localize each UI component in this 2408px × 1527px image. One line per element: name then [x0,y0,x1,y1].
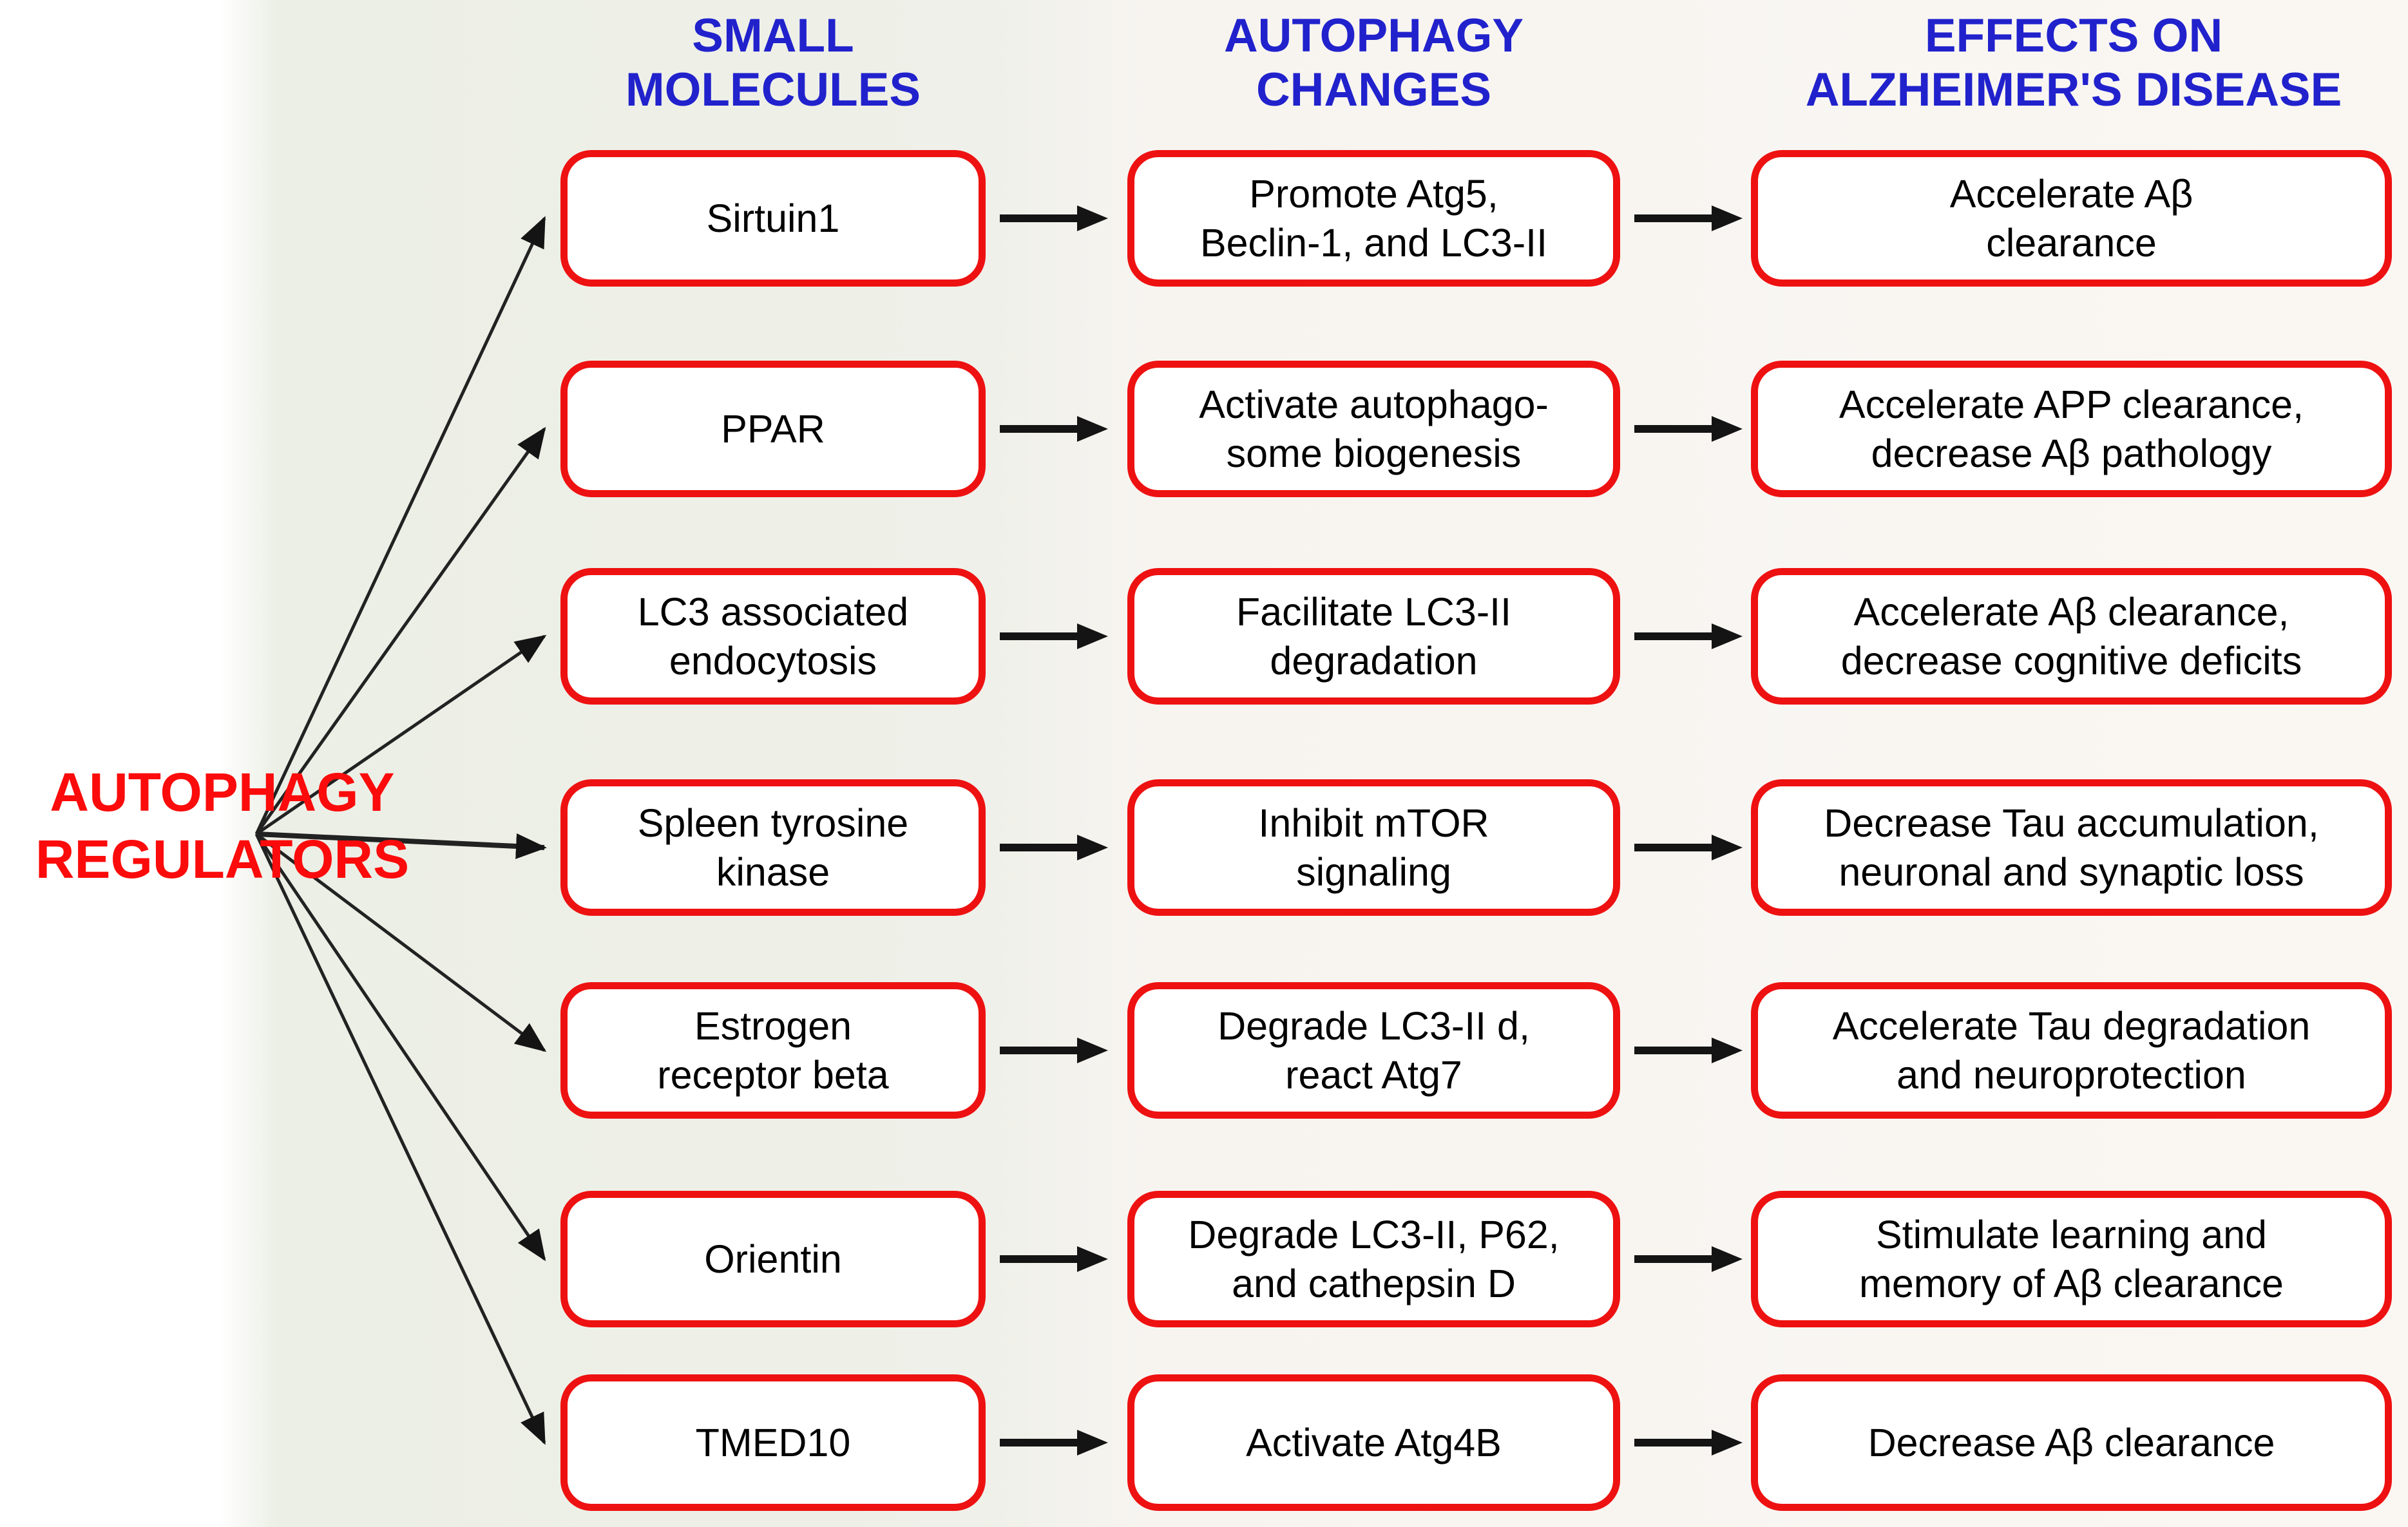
right-arrow [1000,835,1108,860]
effect-box-row5: Accelerate Tau degradation and neuroprot… [1751,982,2392,1119]
change-box-row4: Inhibit mTOR signaling [1127,779,1620,916]
effect-box-row7: Decrease Aβ clearance [1751,1374,2392,1511]
right-arrow [1634,416,1743,442]
autophagy-regulators-label: AUTOPHAGY REGULATORS [35,762,410,889]
fan-arrow-line [256,831,547,859]
fan-arrow-line [254,833,546,1445]
molecule-box-sirtuin1: Sirtuin1 [560,150,986,287]
column-header-effects-on-alzheimers-disease: EFFECTS ON ALZHEIMER'S DISEASE [1805,10,2342,116]
right-arrow [1000,416,1108,442]
change-box-row5: Degrade LC3-II d, react Atg7 [1127,982,1620,1119]
fan-arrow-line [255,634,547,836]
change-box-row6: Degrade LC3-II, P62, and cathepsin D [1127,1191,1620,1327]
effect-box-row2: Accelerate APP clearance, decrease Aβ pa… [1751,361,2392,497]
right-arrow [1000,1430,1108,1456]
column-header-autophagy-changes: AUTOPHAGY CHANGES [1223,10,1524,116]
right-arrow [1634,1246,1743,1272]
change-box-row2: Activate autophago- some biogenesis [1127,361,1620,497]
effect-box-row1: Accelerate Aβ clearance [1751,150,2392,287]
fan-arrow-line [254,833,546,1262]
change-box-row1: Promote Atg5, Beclin-1, and LC3-II [1127,150,1620,287]
molecule-box-estrogen-receptor-beta: Estrogen receptor beta [560,982,986,1119]
right-arrow [1000,1038,1108,1063]
fan-arrow-line [254,216,546,835]
molecule-box-lc3-associated-endocytosis: LC3 associated endocytosis [560,568,986,705]
change-box-row3: Facilitate LC3-II degradation [1127,568,1620,705]
right-arrow [1634,205,1743,231]
right-arrow [1000,205,1108,231]
molecule-box-ppar: PPAR [560,361,986,497]
molecule-box-orientin: Orientin [560,1191,986,1327]
column-header-small-molecules: SMALL MOLECULES [625,10,921,116]
right-arrow [1634,1038,1743,1063]
right-arrow [1000,1246,1108,1272]
right-arrow [1000,623,1108,649]
right-arrow [1634,623,1743,649]
molecule-box-tmed10: TMED10 [560,1374,986,1511]
right-arrow [1634,835,1743,860]
fan-arrow-line [254,426,546,835]
effect-box-row4: Decrease Tau accumulation, neuronal and … [1751,779,2392,916]
molecule-box-spleen-tyrosine-kinase: Spleen tyrosine kinase [560,779,986,916]
right-arrow [1634,1430,1743,1456]
effect-box-row6: Stimulate learning and memory of Aβ clea… [1751,1191,2392,1327]
change-box-row7: Activate Atg4B [1127,1374,1620,1511]
fan-arrow-line [255,833,547,1052]
effect-box-row3: Accelerate Aβ clearance, decrease cognit… [1751,568,2392,705]
